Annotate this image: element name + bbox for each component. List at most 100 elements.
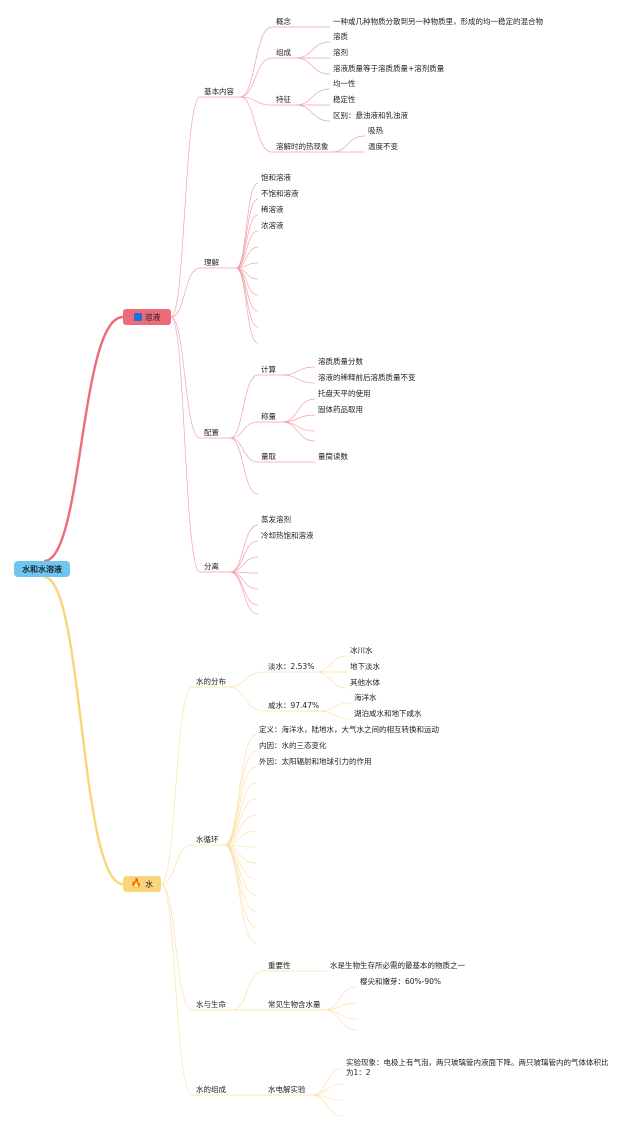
topic-weighing[interactable]: 称量 (261, 412, 276, 421)
leaf-solute[interactable]: 溶质 (333, 32, 348, 41)
connector-line (229, 571, 259, 615)
topic-electrolysis[interactable]: 水电解实验 (268, 1085, 306, 1094)
connector-line (239, 96, 273, 106)
connector-line (223, 750, 257, 846)
topic-concept[interactable]: 概念 (276, 17, 291, 26)
topic-understanding[interactable]: 理解 (204, 258, 219, 267)
topic-water-composition[interactable]: 水的组成 (196, 1085, 226, 1094)
leaf-absorb-heat[interactable]: 吸热 (368, 126, 383, 135)
connector-line (317, 702, 352, 712)
leaf-difference[interactable]: 区别：悬浊液和乳浊液 (333, 111, 408, 120)
fire-icon: 🔥 (130, 878, 143, 889)
connector-line (223, 814, 257, 846)
connector-line (311, 1067, 344, 1096)
connector-line (235, 267, 259, 344)
leaf-glacier[interactable]: 冰川水 (350, 646, 373, 655)
topic-calculation[interactable]: 计算 (261, 365, 276, 374)
connector-line (223, 844, 257, 880)
leaf-concept-definition[interactable]: 一种或几种物质分散到另一种物质里，形成的均一稳定的混合物 (333, 17, 543, 26)
leaf-ocean[interactable]: 海洋水 (354, 693, 377, 702)
connector-line (170, 267, 201, 318)
branch-solution[interactable]: 溶液 (123, 309, 171, 325)
topic-importance[interactable]: 重要性 (268, 961, 291, 970)
leaf-dilute[interactable]: 稀溶液 (261, 205, 284, 214)
branch-water-label: 水 (145, 879, 154, 889)
connector-line (295, 41, 331, 59)
leaf-temp-unchanged[interactable]: 温度不变 (368, 142, 398, 151)
leaf-cylinder-reading[interactable]: 量筒读数 (318, 452, 348, 461)
connector-line (223, 766, 257, 846)
leaf-cycle-definition[interactable]: 定义：海洋水，陆地水，大气水之间的相互转换和运动 (259, 725, 439, 734)
connector-line (323, 1009, 358, 1031)
root-to-solution (43, 315, 124, 563)
connector-line (315, 671, 348, 689)
connector-line (229, 540, 259, 573)
connector-line (315, 655, 348, 673)
topic-salt-water[interactable]: 咸水：97.47% (268, 701, 320, 710)
leaf-dilution-rule[interactable]: 溶液的稀释前后溶质质量不变 (318, 373, 416, 382)
connector-line (235, 262, 259, 269)
leaf-other-water[interactable]: 其他水体 (350, 678, 380, 687)
connector-line (235, 246, 259, 269)
leaf-unsaturated[interactable]: 不饱和溶液 (261, 189, 299, 198)
leaf-uniformity[interactable]: 均一性 (333, 79, 356, 88)
connector-line (223, 844, 257, 944)
connector-line (281, 414, 316, 423)
topic-composition[interactable]: 组成 (276, 48, 291, 57)
topic-measuring[interactable]: 量取 (261, 452, 276, 461)
branch-water[interactable]: 🔥 水 (123, 876, 161, 892)
leaf-external-cause[interactable]: 外因：太阳辐射和地球引力的作用 (259, 757, 372, 766)
leaf-mass-relation[interactable]: 溶液质量等于溶质质量+溶剂质量 (333, 64, 445, 73)
connector-line (170, 96, 201, 318)
connector-line (227, 686, 265, 712)
connector-line (229, 571, 259, 590)
connector-line (229, 524, 259, 573)
leaf-internal-cause[interactable]: 内因：水的三态变化 (259, 741, 327, 750)
leaf-concentrated[interactable]: 浓溶液 (261, 221, 284, 230)
connector-line (223, 830, 257, 846)
leaf-solid-taking[interactable]: 固体药品取用 (318, 405, 363, 414)
connector-line (235, 230, 259, 269)
leaf-stability[interactable]: 稳定性 (333, 95, 356, 104)
blue-square-icon (133, 313, 142, 321)
connector-line (317, 710, 352, 720)
connector-line (223, 734, 257, 846)
leaf-lake-salt[interactable]: 湖泊咸水和地下咸水 (354, 709, 422, 718)
connector-line (223, 844, 257, 896)
connector-line (229, 556, 259, 573)
leaf-solvent[interactable]: 溶剂 (333, 48, 348, 57)
topic-water-cycle[interactable]: 水循环 (196, 835, 219, 844)
topic-characteristics[interactable]: 特征 (276, 95, 291, 104)
connector-line (281, 421, 316, 432)
topic-water-distribution[interactable]: 水的分布 (196, 677, 226, 686)
topic-water-life[interactable]: 水与生命 (196, 1000, 226, 1009)
leaf-cooling[interactable]: 冷却热饱和溶液 (261, 531, 314, 540)
connector-line (160, 686, 193, 885)
topic-basic-content[interactable]: 基本内容 (204, 87, 234, 96)
topic-dissolving-heat[interactable]: 溶解时的热现象 (276, 142, 329, 151)
leaf-bud-content[interactable]: 樱尖和嫩芽：60%-90% (360, 977, 442, 986)
leaf-groundwater[interactable]: 地下淡水 (350, 662, 380, 671)
connector-line (295, 104, 331, 122)
connector-line (227, 671, 265, 688)
connector-line (160, 883, 193, 1011)
topic-preparation[interactable]: 配置 (204, 428, 219, 437)
connector-line (231, 970, 265, 1011)
connector-line (235, 198, 259, 269)
topic-water-content[interactable]: 常见生物含水量 (268, 1000, 321, 1009)
topic-separation[interactable]: 分离 (204, 562, 219, 571)
root-node[interactable]: 水和水溶液 (14, 561, 70, 577)
leaf-electrolysis-result[interactable]: 实验现象：电极上有气泡，两只玻璃管内液面下降。两只玻璃管内的气体体积比为1：2 (346, 1058, 609, 1077)
connector-line (229, 421, 259, 439)
leaf-saturated[interactable]: 饱和溶液 (261, 173, 291, 182)
connector-line (323, 1002, 358, 1011)
leaf-importance-text[interactable]: 水是生物生存所必需的最基本的物质之一 (330, 961, 465, 970)
connector-line (229, 437, 259, 495)
leaf-balance-use[interactable]: 托盘天平的使用 (318, 389, 371, 398)
topic-fresh-water[interactable]: 淡水：2.53% (268, 662, 315, 671)
connector-line (223, 844, 257, 928)
leaf-evaporate[interactable]: 蒸发溶剂 (261, 515, 291, 524)
leaf-mass-fraction[interactable]: 溶质质量分数 (318, 357, 363, 366)
connector-line (160, 844, 193, 885)
connector-line (235, 182, 259, 269)
